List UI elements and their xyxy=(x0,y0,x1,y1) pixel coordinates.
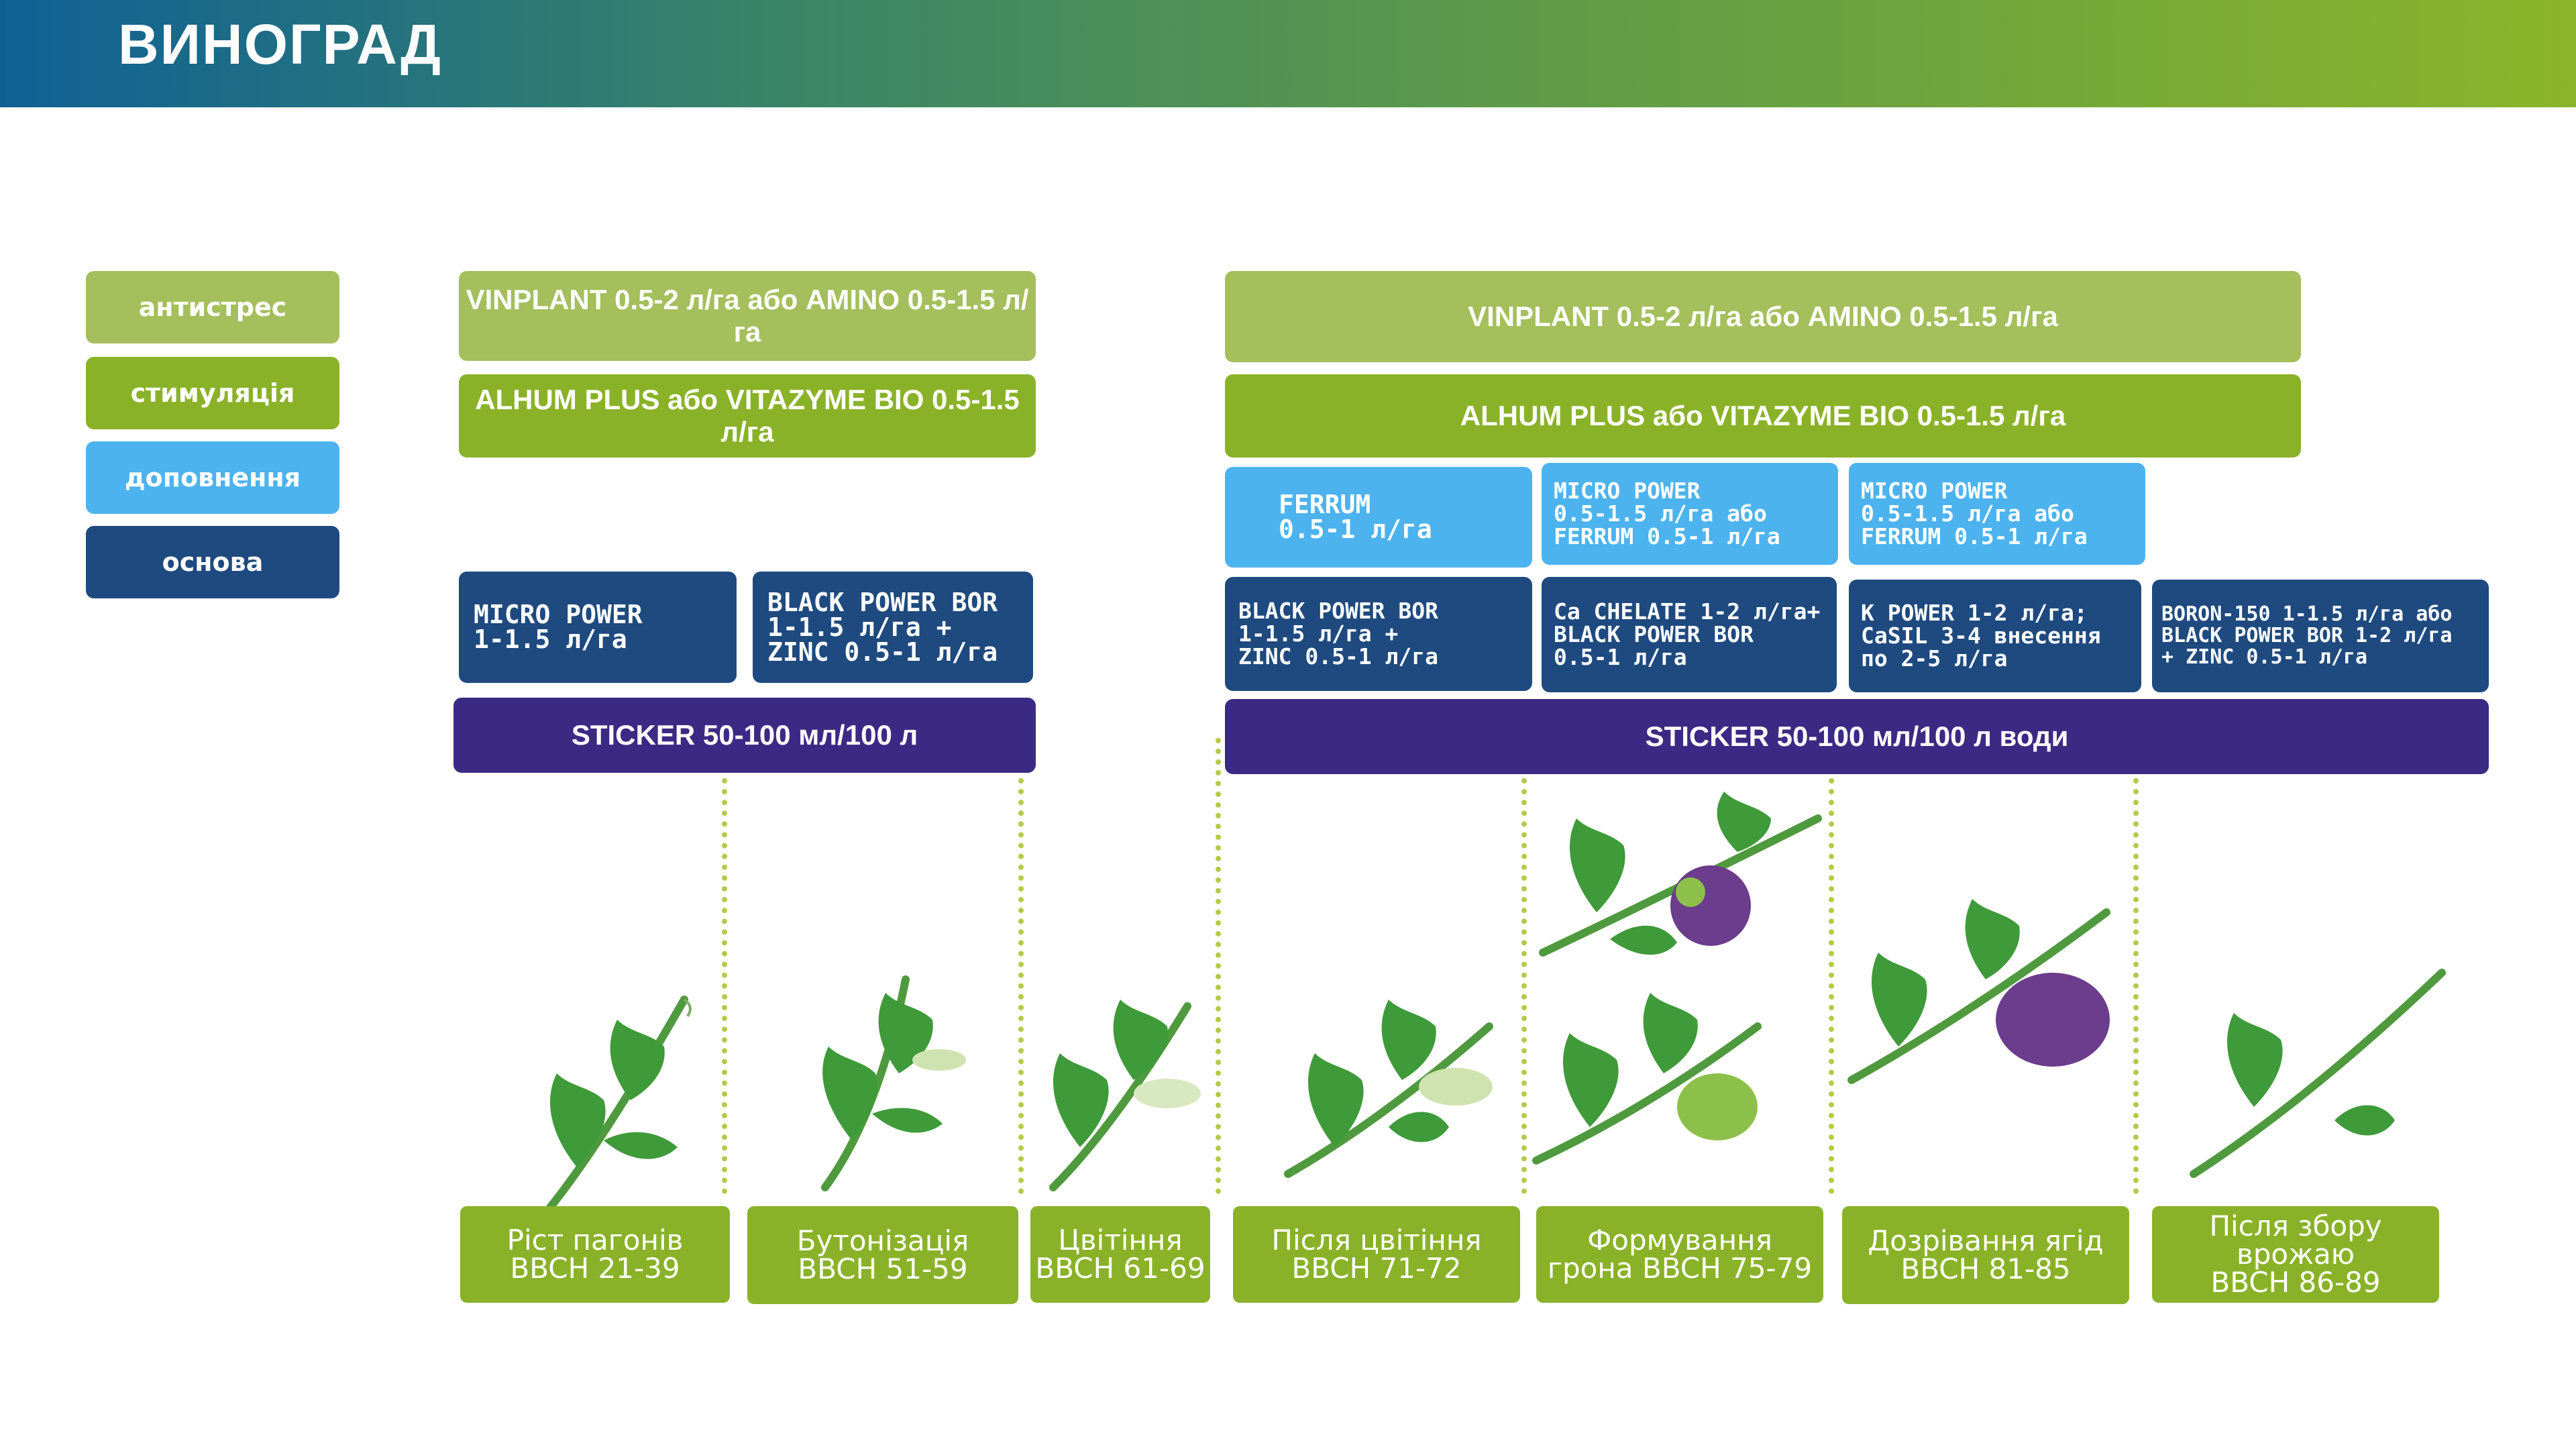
header-bar: ВИНОГРАД xyxy=(0,0,2576,107)
grapevine-flowering-icon xyxy=(1049,1000,1201,1191)
legend-base: основа xyxy=(86,526,339,598)
right-supplement-box-2: MICRO POWER 0.5-1.5 л/га або FERRUM 0.5-… xyxy=(1542,463,1838,565)
stage-label-3: Цвітіння BBCH 61-69 xyxy=(1030,1206,1210,1303)
stage-separator xyxy=(1018,778,1024,1194)
stage-label-4: Після цвітіння BBCH 71-72 xyxy=(1233,1206,1520,1303)
right-base-box-4: BORON-150 1-1.5 л/га або BLACK POWER BOR… xyxy=(2152,580,2489,692)
left-base-box-1: MICRO POWER 1-1.5 л/га xyxy=(459,572,737,683)
grapevine-green-bunch-icon xyxy=(1532,993,1762,1165)
left-stimulation-box: ALHUM PLUS або VITAZYME BIO 0.5-1.5 л/га xyxy=(459,374,1036,458)
right-stimulation-box: ALHUM PLUS або VITAZYME BIO 0.5-1.5 л/га xyxy=(1225,374,2301,458)
stage-separator xyxy=(722,778,727,1194)
stage-label-2: Бутонізація BBCH 51-59 xyxy=(747,1206,1018,1304)
stage-separator xyxy=(1521,778,1527,1194)
stage-label-5: Формування грона BBCH 75-79 xyxy=(1536,1206,1823,1303)
right-antistress-box: VINPLANT 0.5-2 л/га або AMINO 0.5-1.5 л/… xyxy=(1225,271,2301,362)
legend-antistress: антистрес xyxy=(86,271,339,343)
grapevine-after-harvest-icon xyxy=(2190,969,2446,1178)
stage-separator xyxy=(1216,738,1221,1194)
stage-label-7: Після збору врожаю BBCH 86-89 xyxy=(2152,1206,2439,1303)
left-sticker-box: STICKER 50-100 мл/100 л xyxy=(453,698,1036,773)
right-supplement-box-1: FERRUM 0.5-1 л/га xyxy=(1225,467,1532,568)
grapevine-budding-icon xyxy=(821,975,966,1191)
right-supplement-box-3: MICRO POWER 0.5-1.5 л/га або FERRUM 0.5-… xyxy=(1849,463,2145,565)
right-base-box-1: BLACK POWER BOR 1-1.5 л/га + ZINC 0.5-1 … xyxy=(1225,577,1532,691)
legend-stimulation: стимуляція xyxy=(86,357,339,429)
stage-label-6: Дозрівання ягід BBCH 81-85 xyxy=(1842,1206,2129,1304)
stage-separator xyxy=(2133,778,2139,1194)
grapevine-ripening-icon xyxy=(1847,899,2110,1084)
right-base-box-2: Ca CHELATE 1-2 л/га+ BLACK POWER BOR 0.5… xyxy=(1542,577,1837,692)
left-antistress-box: VINPLANT 0.5-2 л/га або AMINO 0.5-1.5 л/… xyxy=(459,271,1036,361)
page-title: ВИНОГРАД xyxy=(118,13,442,76)
grapevine-after-flowering-icon xyxy=(1284,1000,1493,1178)
legend-supplement: доповнення xyxy=(86,441,339,514)
grapevine-shoot-icon xyxy=(546,996,692,1212)
right-base-box-3: K POWER 1-2 л/га; CaSIL 3-4 внесення по … xyxy=(1849,580,2141,692)
right-sticker-box: STICKER 50-100 мл/100 л води xyxy=(1225,699,2489,774)
grapevine-purple-bunch-icon xyxy=(1539,792,1822,957)
stage-label-1: Ріст пагонів BBCH 21-39 xyxy=(460,1206,730,1303)
left-base-box-2: BLACK POWER BOR 1-1.5 л/га + ZINC 0.5-1 … xyxy=(753,572,1033,683)
stage-separator xyxy=(1829,778,1834,1194)
